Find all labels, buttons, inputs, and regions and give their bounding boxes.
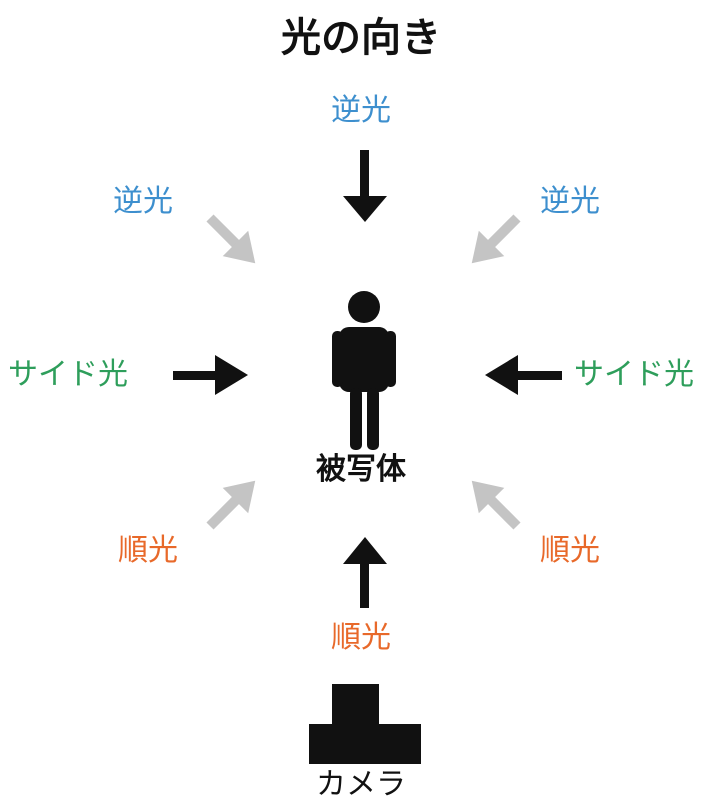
camera-label: カメラ	[316, 767, 406, 802]
label-lower-left-frontlight: 順光	[118, 533, 178, 568]
arrow-upper-right-backlight	[471, 214, 521, 264]
camera-icon	[309, 684, 421, 764]
diagram-title: 光の向き	[281, 15, 441, 61]
arrow-middle-right-sidelight	[485, 355, 562, 395]
arrow-bottom-frontlight	[343, 537, 387, 608]
subject-label: 被写体	[316, 452, 406, 487]
label-upper-right-backlight: 逆光	[540, 184, 600, 219]
label-top-backlight: 逆光	[331, 93, 391, 128]
label-middle-right-sidelight: サイド光	[574, 357, 694, 392]
label-upper-left-backlight: 逆光	[113, 184, 173, 219]
person-icon	[332, 291, 396, 450]
arrow-top-backlight	[343, 150, 387, 222]
arrow-lower-right-frontlight	[471, 480, 521, 530]
label-middle-left-sidelight: サイド光	[8, 357, 128, 392]
label-bottom-frontlight: 順光	[331, 620, 391, 655]
label-lower-right-frontlight: 順光	[540, 533, 600, 568]
arrow-upper-left-backlight	[206, 214, 256, 264]
arrow-middle-left-sidelight	[173, 355, 248, 395]
arrow-lower-left-frontlight	[206, 480, 256, 530]
